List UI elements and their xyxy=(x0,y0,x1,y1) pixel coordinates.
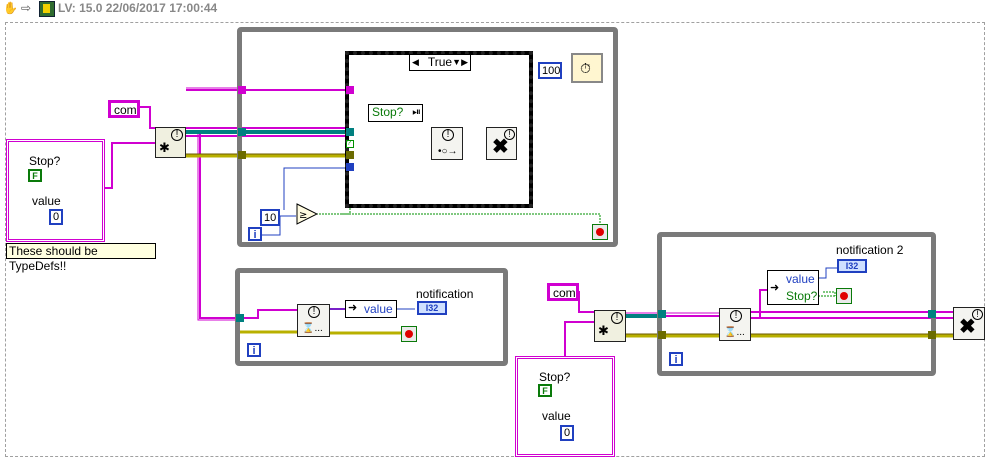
stop-terminal-2 xyxy=(401,326,417,342)
tunnel-1 xyxy=(238,86,246,94)
notifier-icon: ! xyxy=(972,309,983,320)
cluster-control-2[interactable]: Stop? F value 0 xyxy=(515,356,615,457)
obtain-notifier-node-2[interactable]: ✱ ! xyxy=(594,310,626,342)
tunnel-2 xyxy=(238,128,246,136)
bundle-arrow-icon: ⏯ xyxy=(412,106,421,118)
notifier-icon: ! xyxy=(504,129,515,140)
value-num-1[interactable]: 0 xyxy=(49,209,63,225)
loop3-tunnel-err-in xyxy=(658,331,666,339)
unbundle-value-label-2: value xyxy=(786,272,815,286)
loop3-tunnel-out xyxy=(928,310,936,318)
notifier-icon: ! xyxy=(308,306,320,318)
ge-comparison-node[interactable]: ≥ xyxy=(296,203,319,225)
hand-icon[interactable]: ✋ xyxy=(3,1,18,15)
stop-label-2: Stop? xyxy=(539,370,571,384)
release-notifier-node-1[interactable]: ✖ ! xyxy=(486,127,517,160)
value-label-2: value xyxy=(542,409,571,423)
stop-wire xyxy=(316,213,601,230)
case-tunnel-2 xyxy=(346,128,354,136)
iteration-terminal-3: i xyxy=(669,352,683,366)
release-x-icon: ✖ xyxy=(959,316,976,338)
unbundle-value-node-1[interactable]: ➜ value xyxy=(345,300,397,318)
iteration-terminal-1: i xyxy=(248,227,262,241)
notification-2-label: notification 2 xyxy=(836,243,904,257)
notification-2-indicator: I32 xyxy=(837,259,867,273)
while-loop-3[interactable] xyxy=(657,232,936,376)
wait-notification-node-2[interactable]: ! ⌛... xyxy=(719,308,751,341)
stop-terminal-3 xyxy=(836,288,852,304)
case-selector[interactable]: ◀ True ▼▶ xyxy=(409,54,471,71)
com-wire-1 xyxy=(138,106,155,129)
arrow-icon[interactable]: ⇨ xyxy=(21,1,32,15)
case-tunnel-1 xyxy=(346,86,354,94)
tunnel-3 xyxy=(238,151,246,159)
wait-ms-node[interactable]: ⏱ xyxy=(571,53,603,83)
notification-label: notification xyxy=(416,287,474,301)
notifier-icon: ! xyxy=(442,129,454,141)
stop-terminal-1 xyxy=(592,224,608,240)
loop3-tunnel-in xyxy=(658,310,666,318)
obtain-notifier-node-1[interactable]: ✱ ! xyxy=(155,127,186,158)
value-num-2[interactable]: 0 xyxy=(560,425,574,441)
case-tunnel-3 xyxy=(346,151,354,159)
wait-notification-node-1[interactable]: ! ⌛... xyxy=(297,304,330,337)
stop-bool-2[interactable]: F xyxy=(538,384,552,397)
send-icon: •○→ xyxy=(438,146,458,157)
cluster-wire-2 xyxy=(564,321,595,356)
asterisk-icon: ✱ xyxy=(159,140,170,155)
notifier-icon: ! xyxy=(611,312,623,324)
cluster-wire-1 xyxy=(103,142,155,189)
block-diagram-frame xyxy=(5,22,985,457)
stop-label-1: Stop? xyxy=(29,154,61,168)
com-wire-2 xyxy=(578,291,595,313)
release-x-icon: ✖ xyxy=(492,136,509,158)
notifier-icon: ! xyxy=(730,310,742,322)
case-selector-terminal: ? xyxy=(346,140,354,148)
clock-icon: ⏱ xyxy=(580,60,591,76)
unbundle-arrow-icon: ➜ xyxy=(770,282,780,294)
notifier-icon: ! xyxy=(171,129,183,141)
case-tunnel-int xyxy=(346,163,354,171)
loop2-tunnel xyxy=(236,314,244,322)
bundle-stop-label: Stop? xyxy=(372,105,404,119)
hourglass-icon: ⌛... xyxy=(302,323,323,334)
iteration-threshold[interactable]: 10 xyxy=(260,209,280,226)
com-constant-1[interactable]: com xyxy=(108,100,140,118)
window-title: LV: 15.0 22/06/2017 17:00:44 xyxy=(58,1,218,15)
wait-ms-constant[interactable]: 100 xyxy=(538,62,562,79)
unbundle-node-2[interactable]: ➜ value Stop? xyxy=(767,270,819,305)
send-notification-node[interactable]: ! •○→ xyxy=(431,127,463,160)
case-selector-label: True xyxy=(427,55,453,69)
stop-bool-1[interactable]: F xyxy=(28,169,42,182)
labview-icon xyxy=(39,1,55,17)
loop3-tunnel-err-out xyxy=(928,331,936,339)
value-label-1: value xyxy=(32,194,61,208)
while-loop-1[interactable] xyxy=(237,27,618,247)
hourglass-icon: ⌛... xyxy=(724,327,745,338)
bundle-stop-node[interactable]: Stop? ⏯ xyxy=(368,104,423,122)
unbundle-arrow-icon: ➜ xyxy=(348,302,358,314)
release-notifier-node-2[interactable]: ✖ ! xyxy=(953,307,985,340)
notification-indicator: I32 xyxy=(417,301,447,315)
toolbar: ✋ ⇨ LV: 15.0 22/06/2017 17:00:44 xyxy=(0,0,990,18)
case-next-icon[interactable]: ▼▶ xyxy=(452,57,468,67)
cluster-control-1[interactable]: Stop? F value 0 xyxy=(6,139,105,242)
typedef-note: These should be TypeDefs!! xyxy=(6,243,156,273)
case-prev-icon[interactable]: ◀ xyxy=(412,57,419,67)
com-constant-2[interactable]: com xyxy=(547,283,579,301)
unbundle-value-label-1: value xyxy=(364,302,393,316)
asterisk-icon: ✱ xyxy=(598,323,609,338)
svg-text:≥: ≥ xyxy=(299,210,307,221)
iteration-terminal-2: i xyxy=(247,343,261,357)
unbundle-stop-label-2: Stop? xyxy=(786,289,818,303)
